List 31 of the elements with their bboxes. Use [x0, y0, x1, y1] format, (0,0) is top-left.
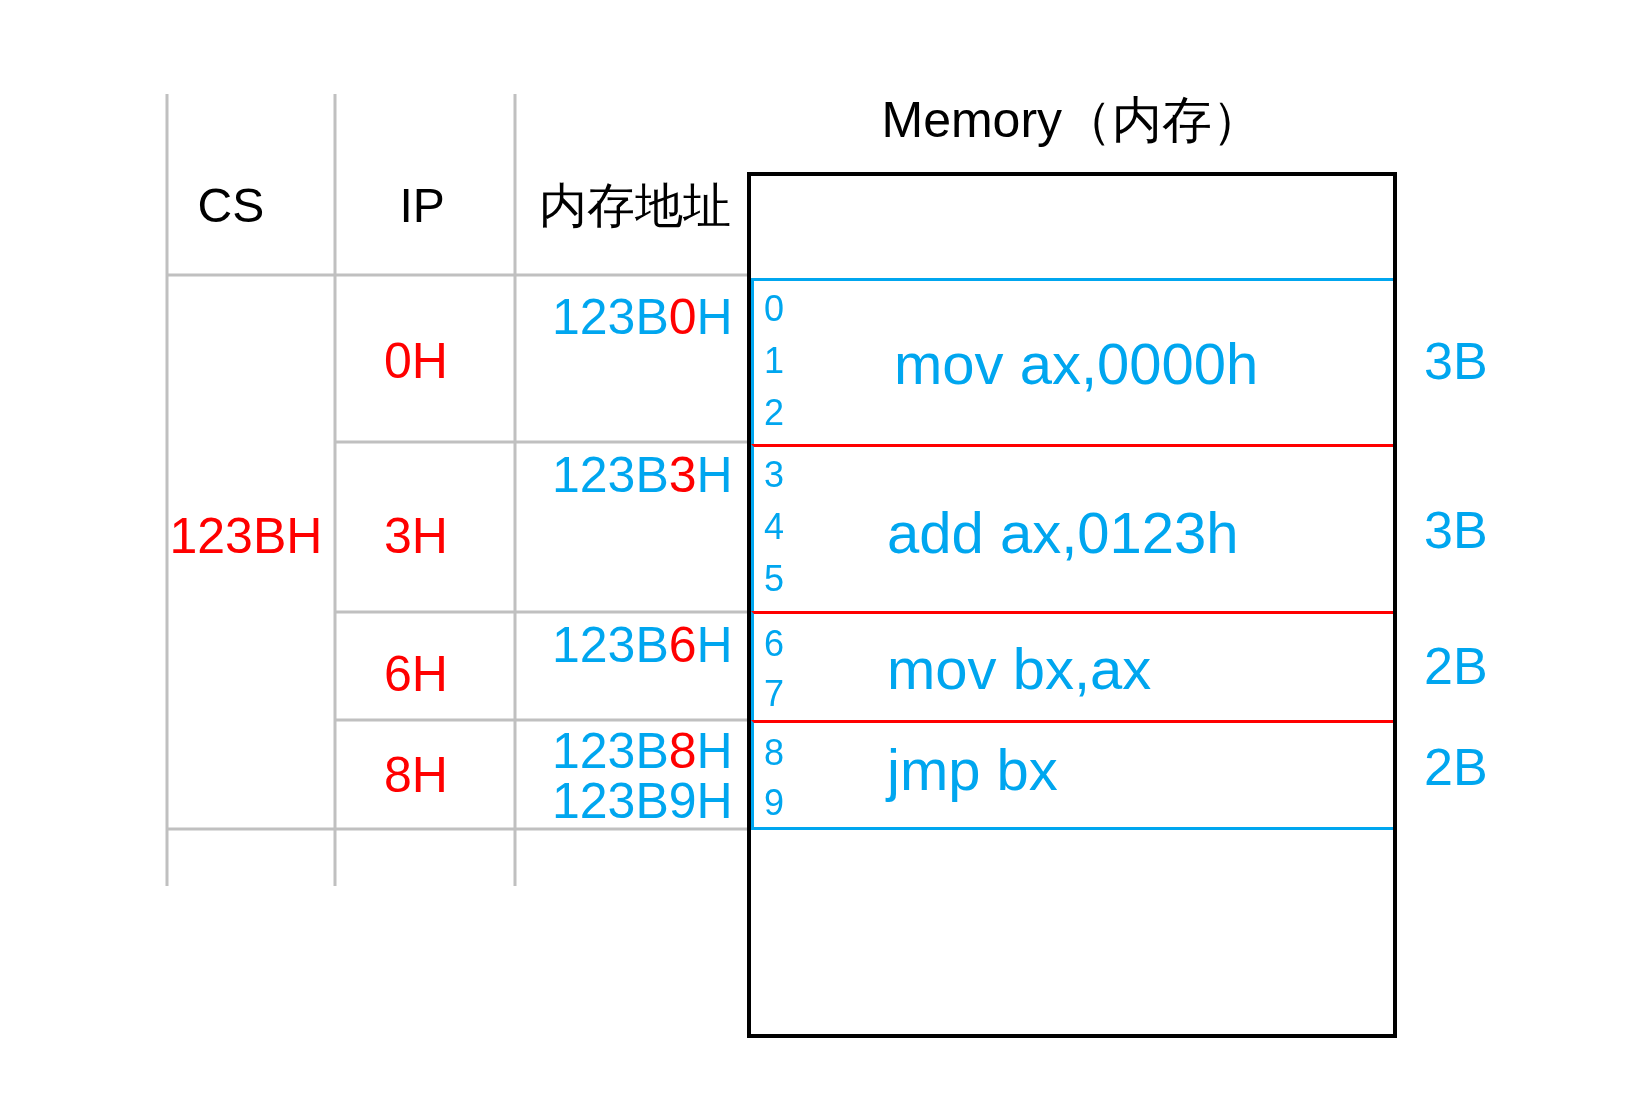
memory-title: Memory（内存）	[881, 95, 1263, 145]
byte-offset: 0	[764, 291, 785, 327]
instruction-text: mov bx,ax	[887, 640, 1152, 698]
byte-offset: 2	[764, 395, 785, 431]
byte-size: 2B	[1424, 741, 1488, 793]
column-header: 内存地址	[539, 182, 731, 230]
register-value: 3H	[384, 511, 448, 561]
instruction-band	[751, 720, 1393, 830]
byte-size: 2B	[1424, 640, 1488, 692]
instruction-band	[751, 611, 1393, 720]
memory-address: 123B9H	[552, 776, 733, 826]
byte-offset: 9	[764, 785, 785, 821]
instruction-band	[751, 278, 1393, 444]
instruction-band	[751, 444, 1393, 611]
byte-offset: 3	[764, 457, 785, 493]
column-header: IP	[399, 182, 445, 230]
byte-size: 3B	[1424, 335, 1488, 387]
byte-offset: 6	[764, 626, 785, 662]
byte-offset: 5	[764, 561, 785, 597]
byte-offset: 7	[764, 676, 785, 712]
register-value: 0H	[384, 336, 448, 386]
byte-offset: 4	[764, 509, 785, 545]
register-value: 8H	[384, 750, 448, 800]
instruction-text: add ax,0123h	[887, 504, 1239, 562]
byte-offset: 8	[764, 735, 785, 771]
instruction-text: mov ax,0000h	[894, 335, 1259, 393]
register-value: 123BH	[169, 511, 323, 561]
register-value: 6H	[384, 649, 448, 699]
byte-offset: 1	[764, 343, 785, 379]
byte-size: 3B	[1424, 504, 1488, 556]
column-header: CS	[197, 182, 265, 230]
